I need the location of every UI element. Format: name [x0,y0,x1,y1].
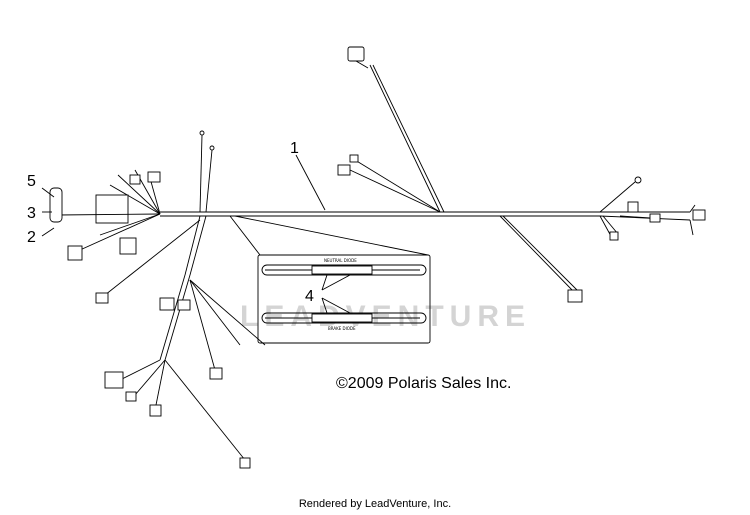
copyright-notice: ©2009 Polaris Sales Inc. [336,375,512,392]
branch-lower-right [499,215,583,303]
trunk-drop [184,215,207,276]
branch-left-cluster [49,169,161,261]
callout-4: 4 [305,288,314,305]
callout-5: 5 [27,173,36,190]
inset-upper-label: NEUTRAL DIODE [324,258,357,263]
branch-lower-drop [104,274,266,469]
branch-junction-up [199,130,215,213]
inset-leaders [229,215,429,256]
branch-lower-left [95,219,201,304]
callout-1: 1 [290,140,299,157]
watermark-logo: LEADVENTURE [240,300,532,333]
inset-lower-label: BRAKE DIODE [328,326,356,331]
footer-credit: Rendered by LeadVenture, Inc. [298,498,452,510]
callout-leaders [41,154,326,237]
branch-center-top [337,154,441,213]
main-trunk [160,211,691,221]
diode-inset-panel [257,254,431,344]
callout-3: 3 [27,205,36,222]
branch-right-end [599,176,706,241]
branch-top-connector [347,46,445,213]
callout-2: 2 [27,229,36,246]
